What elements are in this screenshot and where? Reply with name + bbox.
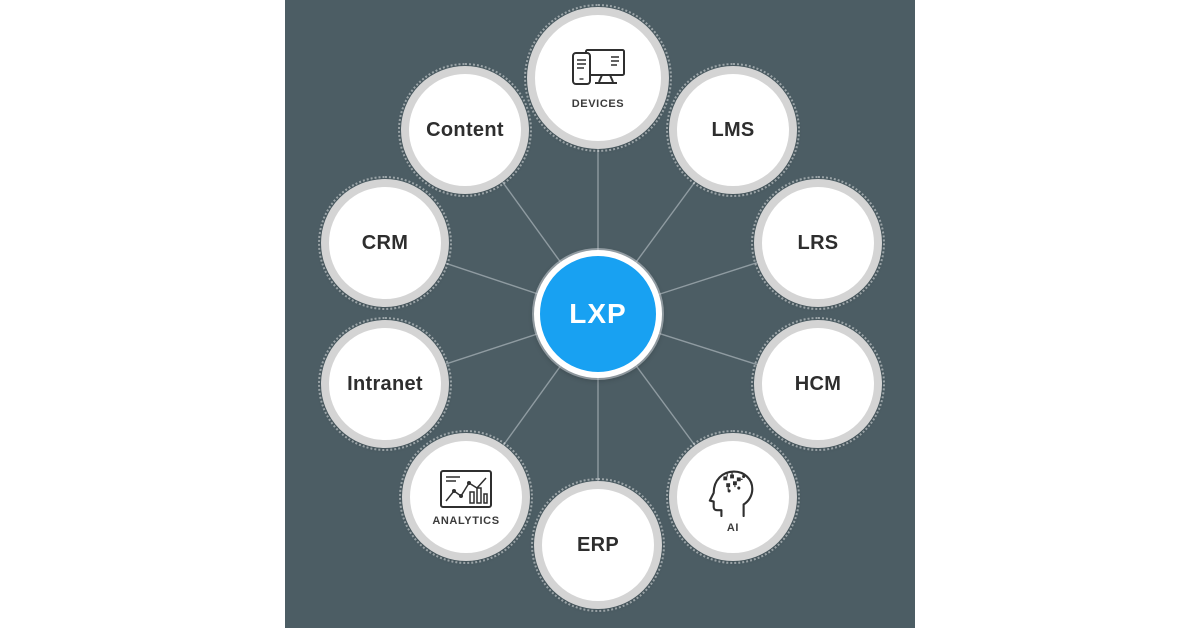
devices-icon (569, 47, 627, 93)
node-lms: LMS (666, 63, 800, 197)
node-label: LRS (797, 231, 839, 254)
node-ai: AI (666, 430, 800, 564)
node-erp: ERP (531, 478, 665, 612)
node-crm: CRM (318, 176, 452, 310)
node-analytics: ANALYTICS (399, 430, 533, 564)
node-lrs: LRS (751, 176, 885, 310)
ai-icon (708, 461, 758, 517)
node-label: ERP (576, 533, 620, 556)
node-label: LMS (711, 118, 755, 141)
node-intranet: Intranet (318, 317, 452, 451)
node-content: Content (398, 63, 532, 197)
analytics-icon (439, 468, 493, 510)
center-node-lxp: LXP (534, 250, 662, 378)
node-label: HCM (794, 372, 842, 395)
node-devices: DEVICES (524, 4, 672, 152)
node-label: AI (726, 521, 740, 534)
center-label: LXP (569, 298, 627, 329)
node-hcm: HCM (751, 317, 885, 451)
node-label: Content (426, 118, 504, 141)
node-label: ANALYTICS (432, 514, 500, 527)
node-label: CRM (361, 231, 409, 254)
node-label: Intranet (347, 372, 423, 395)
node-label: DEVICES (571, 97, 625, 110)
